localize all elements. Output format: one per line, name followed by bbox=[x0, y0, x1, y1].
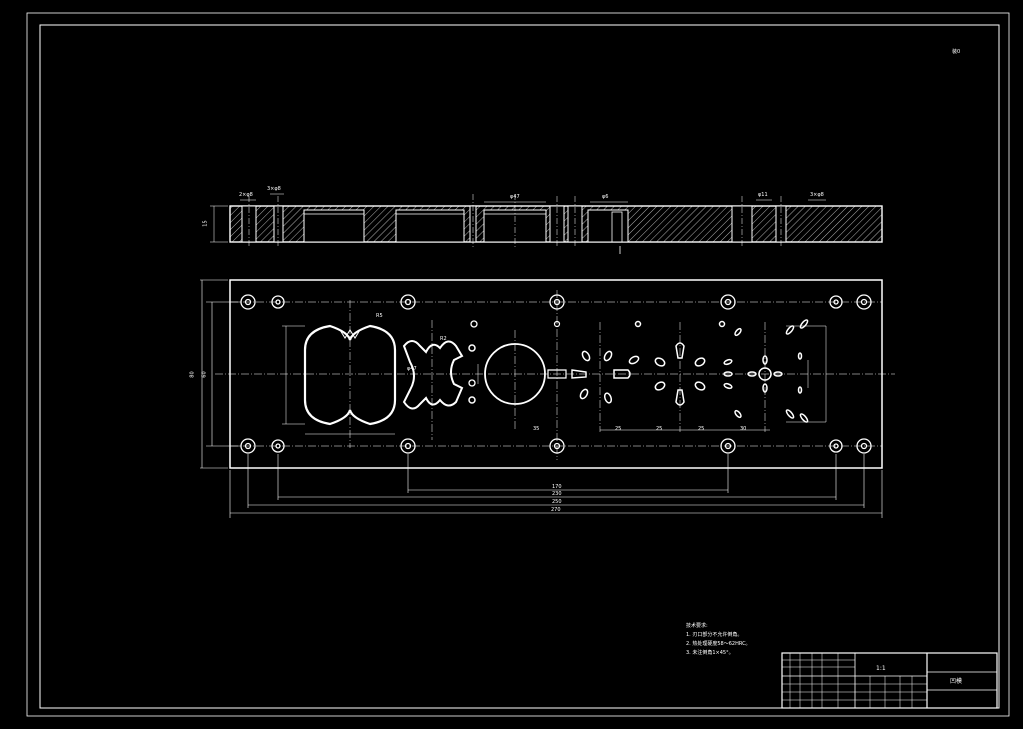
dim-height-total: 80 bbox=[189, 371, 196, 378]
inner-border bbox=[39, 24, 1000, 709]
dim-section-a: 2×φ8 bbox=[239, 192, 253, 198]
feature-diameter: φ47 bbox=[407, 366, 417, 372]
dim-pitch-1: 35 bbox=[533, 426, 540, 432]
notes-heading: 技术要求: bbox=[686, 623, 708, 629]
dim-section-e: φ11 bbox=[758, 192, 768, 198]
dim-height-holes: 60 bbox=[201, 371, 208, 378]
note-line-1: 1. 刃口部分不允许倒角。 bbox=[686, 632, 743, 638]
dim-pitch-3: 25 bbox=[656, 426, 663, 432]
dim-thickness: 15 bbox=[202, 220, 209, 227]
title-scale: 1:1 bbox=[876, 665, 886, 672]
section-view bbox=[210, 193, 883, 254]
dim-pitch-5: 30 bbox=[740, 426, 747, 432]
feature-radius: R5 bbox=[376, 313, 383, 319]
note-line-2: 2. 热处理硬度58～62HRC。 bbox=[686, 641, 751, 647]
feature-radius-2: R2 bbox=[440, 336, 447, 342]
title-block bbox=[781, 652, 998, 709]
title-part-name: 凹模 bbox=[950, 678, 963, 685]
dim-section-d: φ6 bbox=[602, 194, 609, 200]
dim-hole-span-mid: 230 bbox=[552, 491, 562, 497]
note-line-3: 3. 未注倒角1×45°。 bbox=[686, 650, 734, 656]
corner-label: 装0 bbox=[952, 49, 961, 55]
dim-overall-length: 270 bbox=[551, 507, 561, 513]
dim-hole-span-outer: 250 bbox=[552, 499, 562, 505]
dim-section-f: 3×φ8 bbox=[810, 192, 824, 198]
dim-pitch-2: 25 bbox=[615, 426, 622, 432]
outer-border bbox=[26, 12, 1010, 717]
dim-pitch-4: 25 bbox=[698, 426, 705, 432]
dim-hole-span-inner: 170 bbox=[552, 484, 562, 490]
plan-view bbox=[200, 279, 895, 518]
dim-section-b: 3×φ8 bbox=[267, 186, 281, 192]
dim-section-c: φ47 bbox=[510, 194, 520, 200]
